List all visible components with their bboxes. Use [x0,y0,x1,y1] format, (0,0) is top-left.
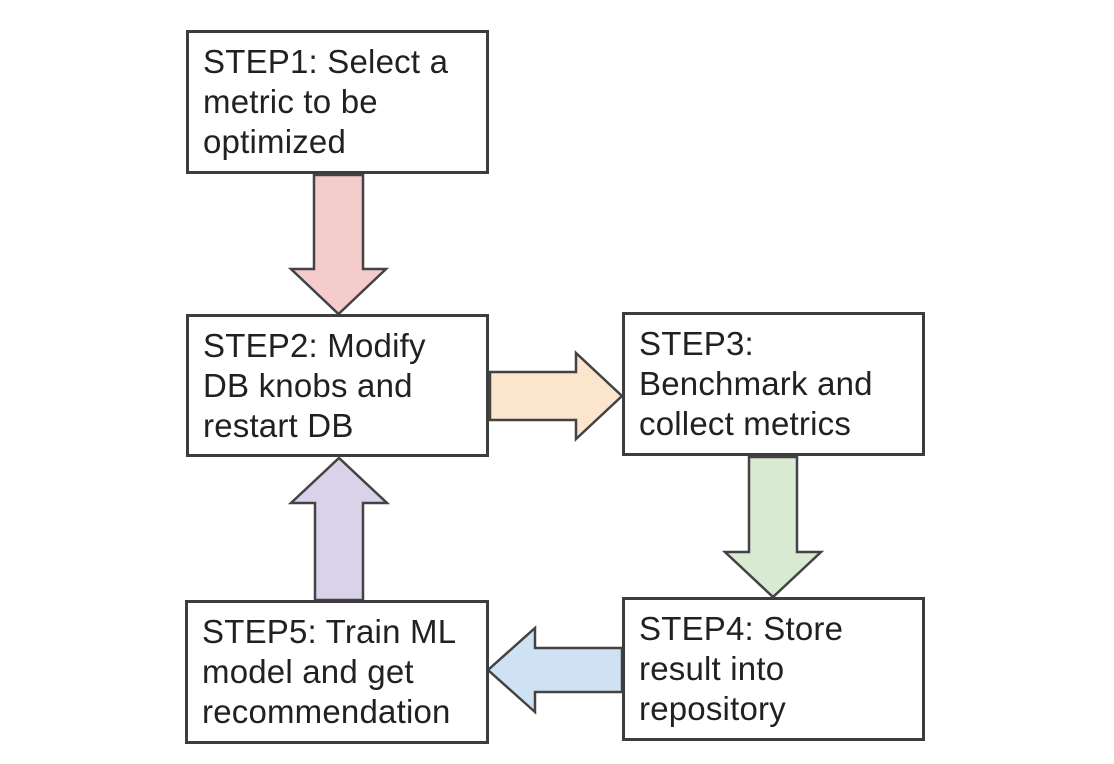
arrow-step2-to-step3-right-icon [488,350,624,442]
arrow-step4-to-step5-left-icon [486,625,624,715]
arrow-step5-to-step2-up-icon [287,456,391,602]
flow-box-step5-label: STEP5: Train ML model and get recommenda… [202,613,457,730]
arrow-step3-to-step4-down-icon [721,455,825,599]
flow-box-step4: STEP4: Store result into repository [622,597,925,741]
flow-box-step4-label: STEP4: Store result into repository [639,610,844,727]
flow-box-step1-label: STEP1: Select a metric to be optimized [203,43,449,160]
flow-box-step3: STEP3: Benchmark and collect metrics [622,312,925,456]
flow-box-step5: STEP5: Train ML model and get recommenda… [185,600,489,744]
arrow-step1-to-step2-down-icon [287,173,390,316]
flow-box-step2-label: STEP2: Modify DB knobs and restart DB [203,326,426,444]
flow-box-step3-label: STEP3: Benchmark and collect metrics [639,325,873,442]
flow-box-step1: STEP1: Select a metric to be optimized [186,30,489,174]
flow-box-step2: STEP2: Modify DB knobs and restart DB [186,314,489,457]
